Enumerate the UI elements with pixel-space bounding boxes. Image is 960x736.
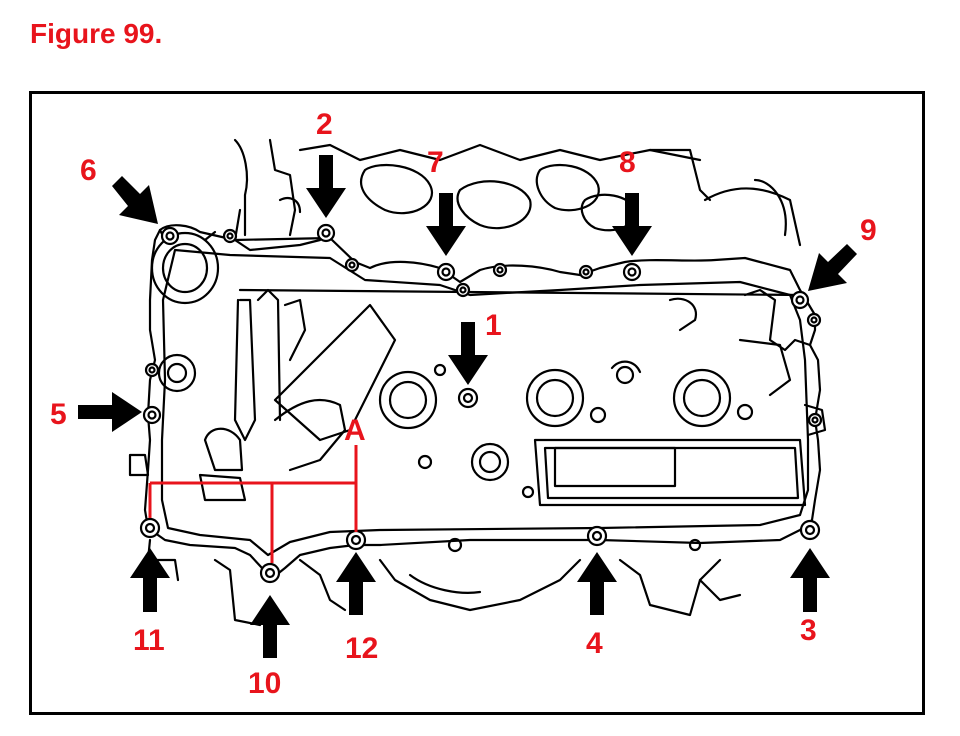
callout-10: 10: [248, 667, 281, 700]
bolt-10: [259, 562, 281, 584]
bolt-11: [139, 517, 161, 539]
bolt-heads: [139, 223, 823, 584]
callout-4: 4: [586, 627, 603, 660]
callout-12: 12: [345, 632, 378, 665]
arrow-8: [612, 193, 652, 256]
bolt-5: [142, 405, 162, 425]
bolt-7: [436, 262, 456, 282]
bolt-6: [160, 226, 180, 246]
reference-label-a: A: [344, 414, 366, 447]
bolt-9: [790, 290, 810, 310]
figure-title: Figure 99.: [30, 18, 163, 49]
callout-5: 5: [50, 398, 67, 431]
bolt-3: [799, 519, 821, 541]
arrow-3: [790, 548, 830, 612]
diagram-frame: [29, 91, 925, 715]
arrow-12: [336, 552, 376, 615]
engine-outline: [128, 138, 827, 627]
callout-2: 2: [316, 108, 333, 141]
callout-1: 1: [485, 309, 502, 342]
callout-3: 3: [800, 614, 817, 647]
bolt-12: [345, 529, 367, 551]
arrow-5: [78, 392, 142, 432]
arrow-4: [577, 552, 617, 615]
bolt-2: [316, 223, 336, 243]
bolt-4: [586, 525, 608, 547]
arrow-10: [250, 595, 290, 658]
callout-11: 11: [133, 624, 165, 657]
arrow-11: [130, 548, 170, 612]
bolt-8: [622, 262, 642, 282]
arrow-7: [426, 193, 466, 256]
arrow-2: [306, 155, 346, 218]
callout-labels: 1 2 3 4 5 6 7 8 9 10 11 12 A: [50, 108, 877, 700]
arrow-9: [808, 244, 857, 291]
callout-6: 6: [80, 154, 97, 187]
callout-7: 7: [427, 146, 444, 179]
callout-8: 8: [619, 146, 636, 179]
callout-9: 9: [860, 214, 877, 247]
arrow-1: [448, 322, 488, 385]
bolt-1: [457, 387, 479, 409]
reference-a-bracket: [148, 445, 358, 563]
arrows: [78, 155, 857, 658]
arrow-6: [112, 176, 158, 224]
